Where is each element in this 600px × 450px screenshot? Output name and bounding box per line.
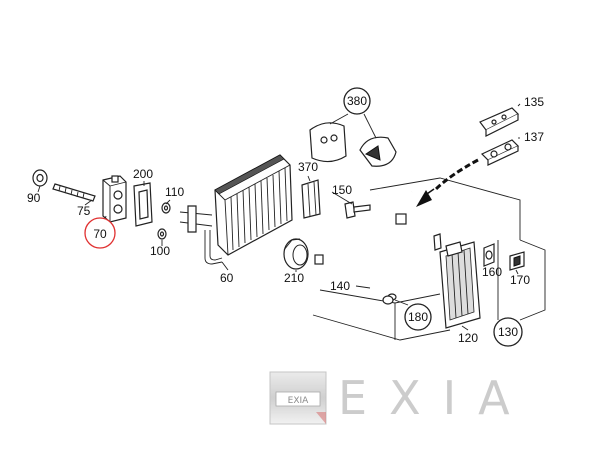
part-180-washer [382, 295, 394, 305]
label-137: 137 [524, 130, 544, 144]
part-100-o-ring [157, 228, 167, 240]
label-160: 160 [482, 265, 502, 279]
evaporator-fins [230, 167, 288, 251]
part-380-flap-left [309, 122, 347, 163]
label-150: 150 [332, 183, 352, 197]
label-60: 60 [220, 271, 234, 285]
callout-180: 180 [404, 303, 432, 331]
part-140-heater-pipes [314, 190, 413, 301]
callout-130: 130 [493, 317, 523, 347]
label-120: 120 [458, 331, 478, 345]
label-200: 200 [133, 167, 153, 181]
label-70: 70 [93, 227, 107, 241]
part-90-washer [32, 169, 48, 187]
callout-380: 380 [343, 87, 371, 115]
part-380-flap-right [359, 136, 397, 167]
watermark: EXIA EXIA [269, 371, 532, 425]
label-130: 130 [498, 325, 518, 339]
watermark-badge: EXIA [269, 371, 327, 425]
part-110-o-ring [161, 202, 171, 214]
label-90: 90 [27, 191, 41, 205]
label-140: 140 [330, 279, 350, 293]
part-135-clip [479, 107, 520, 137]
callout-70: 70 [84, 217, 116, 249]
label-110: 110 [165, 185, 184, 199]
part-75-bolt [52, 183, 96, 202]
part-150-screw [344, 201, 371, 219]
assembly-outline [312, 177, 546, 341]
label-75: 75 [77, 204, 91, 218]
part-370-bracket [301, 179, 321, 219]
part-60-evaporator [179, 154, 293, 265]
label-180: 180 [408, 310, 428, 324]
part-137-clip [480, 139, 520, 166]
pointer-arrow [416, 158, 479, 207]
part-170-clip [509, 251, 525, 271]
part-160-grommet [483, 243, 495, 267]
label-170: 170 [510, 273, 530, 287]
label-135: 135 [524, 95, 544, 109]
label-100: 100 [150, 244, 170, 258]
part-70-expansion-valve [102, 175, 127, 223]
part-120-heater-core [433, 233, 481, 329]
callout-70-highlight-ring [84, 217, 116, 249]
part-210-foam-ring [283, 238, 309, 270]
watermark-brand: EXIA [338, 371, 532, 425]
label-370: 370 [298, 160, 318, 174]
label-380: 380 [347, 94, 367, 108]
label-210: 210 [284, 271, 304, 285]
watermark-badge-text: EXIA [288, 396, 310, 406]
part-200-gasket [133, 182, 153, 227]
